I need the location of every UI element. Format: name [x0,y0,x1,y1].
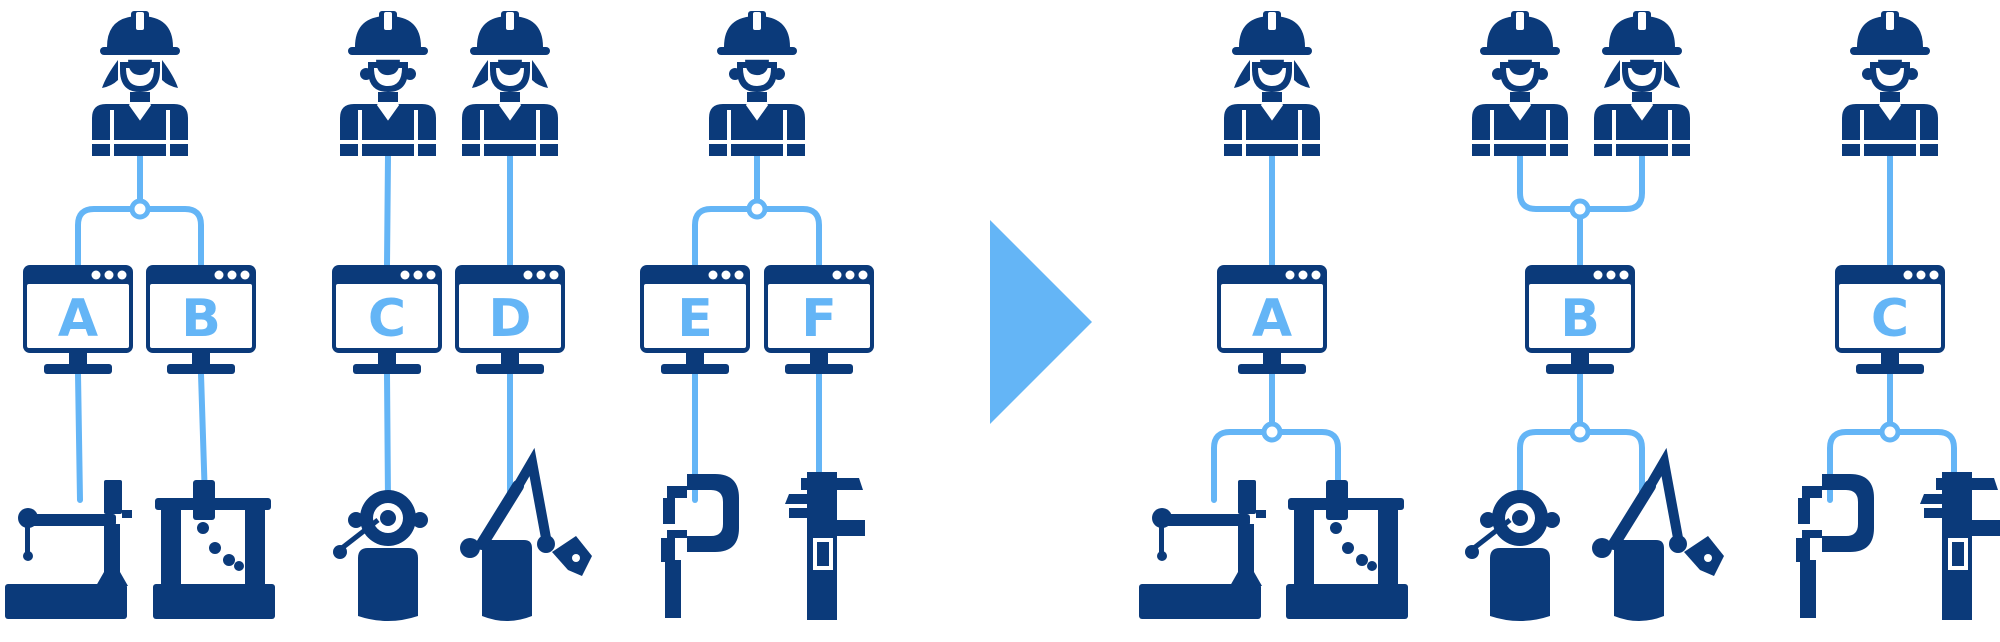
before-monitor-f: F [764,265,874,374]
line-before-worker-0-branch-0 [75,206,143,268]
monitor-label: C [1871,289,1909,349]
line-before-monitor-1 [198,371,208,503]
line-after-monitor-2-branch-0 [1827,429,1893,503]
after-worker-3-icon [1594,11,1690,156]
before-worker-4-icon [709,11,805,156]
line-after-monitor-1-branch-1 [1577,429,1645,503]
before-worker-1-icon [92,11,188,156]
connection-lines [75,153,1957,503]
play-arrow-icon [990,220,1092,424]
monitor-label: B [181,289,221,349]
line-after-monitor-0-branch-0 [1211,429,1275,503]
monitor-label: F [801,289,837,349]
monitor-label: C [368,289,406,349]
after-robot-arm-icon [1592,447,1724,621]
before-worker-2-icon [340,11,436,156]
monitor-label: A [1252,289,1292,349]
before-caliper-icon [785,472,865,620]
before-monitor-b: B [146,265,256,374]
line-before-monitor-2 [384,371,391,503]
monitor-label: D [488,289,531,349]
after-worker-2-icon [1472,11,1568,156]
line-after-monitor-2-branch-1 [1887,429,1957,503]
line-before-worker-0-branch-1 [137,206,204,268]
line-after-monitor-1-junction [1569,421,1591,443]
after-monitor-a: A [1217,265,1327,374]
line-after-worker-1-branch-1 [1577,153,1645,212]
after-worker-1-icon [1224,11,1320,156]
line-after-worker-1-junction [1569,198,1591,220]
line-before-worker-3-branch-1 [754,206,822,268]
line-before-worker-1 [384,153,391,268]
before-monitor-d: D [455,265,565,374]
before-panel: A B C D E F [5,11,874,621]
before-drill-press-icon [153,480,275,619]
line-after-worker-1-branch-0 [1517,153,1583,212]
before-monitor-c: C [332,265,442,374]
monitor-label: B [1560,289,1600,349]
after-sewing-machine-icon [1139,480,1266,619]
before-robot-eye-icon [333,490,428,621]
after-monitor-c: C [1835,265,1945,374]
before-monitor-a: A [23,265,133,374]
line-before-monitor-0 [75,371,83,503]
monitor-label: A [58,289,98,349]
line-before-worker-0-junction [129,198,151,220]
after-panel: A B C [1139,11,2000,621]
before-sewing-machine-icon [5,480,132,619]
before-monitor-e: E [640,265,750,374]
before-worker-3-icon [462,11,558,156]
after-robot-eye-icon [1465,490,1560,621]
after-monitor-b: B [1525,265,1635,374]
after-drill-press-icon [1286,480,1408,619]
line-after-monitor-2-junction [1879,421,1901,443]
line-after-monitor-0-branch-1 [1269,429,1341,503]
monitor-label: E [677,289,713,349]
line-after-monitor-1-branch-0 [1517,429,1583,503]
after-worker-4-icon [1842,11,1938,156]
before-c-clamp-icon [661,474,739,618]
line-after-monitor-0-junction [1261,421,1283,443]
line-before-worker-3-junction [746,198,768,220]
after-caliper-icon [1920,472,2000,620]
transition-arrow [990,220,1092,424]
after-c-clamp-icon [1796,474,1874,618]
line-before-worker-3-branch-0 [692,206,760,268]
before-robot-arm-icon [460,447,592,621]
